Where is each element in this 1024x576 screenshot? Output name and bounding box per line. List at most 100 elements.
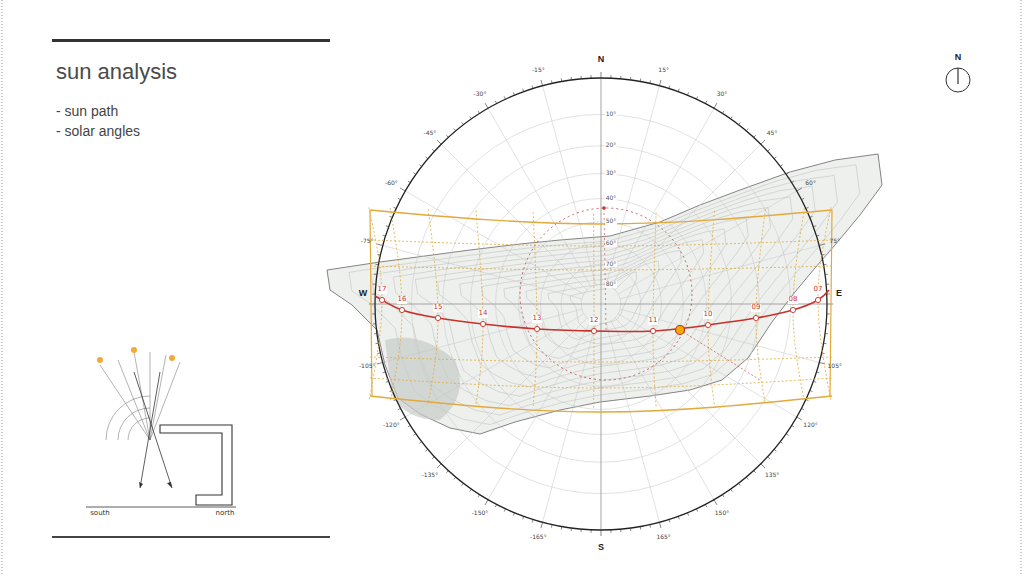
rim-tick <box>722 495 724 498</box>
rim-tick <box>780 442 782 444</box>
rim-tick <box>714 500 717 505</box>
hour-number: 10 <box>703 311 714 319</box>
rim-tick <box>780 165 782 167</box>
rim-tick <box>571 528 572 531</box>
rim-tick <box>454 129 456 131</box>
contour-line <box>460 218 749 377</box>
sun-ray <box>680 330 760 380</box>
rim-tick <box>513 513 514 516</box>
site-area <box>327 154 882 434</box>
rim-tick <box>400 188 405 191</box>
bullet-item: - solar angles <box>56 124 140 139</box>
hour-number: 12 <box>589 317 600 325</box>
rim-tick <box>375 343 378 345</box>
azimuth-label: -120° <box>383 422 400 429</box>
azimuth-label: -45° <box>423 130 436 137</box>
rim-tick <box>801 198 804 199</box>
rim-tick <box>826 323 829 324</box>
azimuth-label: -75° <box>361 238 374 245</box>
hour-marker <box>790 307 795 312</box>
rim-tick <box>810 390 813 391</box>
shade-axis <box>604 208 606 330</box>
hour-line <box>653 212 656 406</box>
slide-title: sun analysis <box>56 60 177 84</box>
rim-tick <box>374 333 377 334</box>
rim-tick <box>601 530 602 536</box>
rim-tick <box>400 417 405 420</box>
sun-path-band <box>370 266 832 270</box>
rim-tick <box>426 157 428 159</box>
azimuth-label: -60° <box>385 180 398 187</box>
rim-tick <box>817 235 820 237</box>
azimuth-label: -135° <box>422 472 439 479</box>
rim-tick <box>761 464 765 468</box>
rim-tick <box>687 92 688 95</box>
rim-tick <box>768 149 770 151</box>
rim-tick <box>813 381 816 382</box>
rim-tick <box>454 477 456 479</box>
rim-tick <box>801 408 804 409</box>
rim-tick <box>774 157 776 159</box>
rim-tick <box>806 400 809 401</box>
rim-tick <box>746 129 748 131</box>
angle-fan <box>100 365 150 440</box>
hour-line <box>793 208 805 402</box>
rim-tick <box>462 122 464 124</box>
rim-tick <box>659 80 661 86</box>
sun-dot <box>131 347 137 353</box>
azimuth-spoke <box>620 246 819 299</box>
rim-tick <box>437 140 441 144</box>
rim-tick <box>495 101 496 104</box>
cardinal-label: N <box>598 55 605 65</box>
rim-tick <box>551 525 553 528</box>
rim-tick <box>419 442 421 444</box>
rim-tick <box>432 149 434 151</box>
rim-tick <box>398 198 401 199</box>
rim-tick <box>373 323 376 324</box>
rim-tick <box>714 103 717 108</box>
azimuth-spoke <box>606 323 659 522</box>
hour-marker <box>435 315 440 320</box>
rim-tick <box>372 313 375 314</box>
hour-marker <box>815 297 820 302</box>
altitude-label: 20° <box>605 142 618 149</box>
rim-tick <box>826 284 829 285</box>
rim-tick <box>398 408 401 409</box>
angle-arc <box>128 418 150 440</box>
rim-tick <box>485 500 488 505</box>
rim-tick <box>640 78 642 81</box>
azimuth-label: 45° <box>767 130 778 137</box>
rim-tick <box>819 244 825 246</box>
hour-line <box>818 207 831 401</box>
sun-path-band <box>370 357 832 362</box>
bullet-item: - sun path <box>56 104 118 119</box>
azimuth-label: -165° <box>530 534 547 541</box>
cardinal-label: S <box>598 543 604 553</box>
azimuth-label: -105° <box>359 363 376 370</box>
rim-tick <box>470 116 472 118</box>
rim-tick <box>825 333 828 334</box>
hour-line <box>369 207 382 401</box>
azimuth-label: 165° <box>656 534 670 541</box>
rim-tick <box>591 75 592 78</box>
sun-path-band <box>370 210 832 224</box>
rim-tick <box>551 80 553 83</box>
rim-tick <box>478 495 480 498</box>
orientation-label: south <box>90 510 110 518</box>
angle-arc <box>106 396 150 440</box>
rim-tick <box>377 244 383 246</box>
rim-tick <box>446 135 448 137</box>
rim-tick <box>630 77 631 80</box>
azimuth-spoke <box>611 108 714 287</box>
hour-number: 11 <box>648 317 659 325</box>
footer-rule <box>52 536 330 538</box>
hour-line <box>593 214 594 408</box>
rim-tick <box>774 449 776 451</box>
rim-tick <box>678 89 679 92</box>
rim-tick <box>408 425 411 427</box>
rim-tick <box>825 274 828 275</box>
north-arrow <box>946 68 970 92</box>
rim-tick <box>386 226 389 227</box>
hour-marker <box>753 315 758 320</box>
rim-tick <box>377 352 380 354</box>
